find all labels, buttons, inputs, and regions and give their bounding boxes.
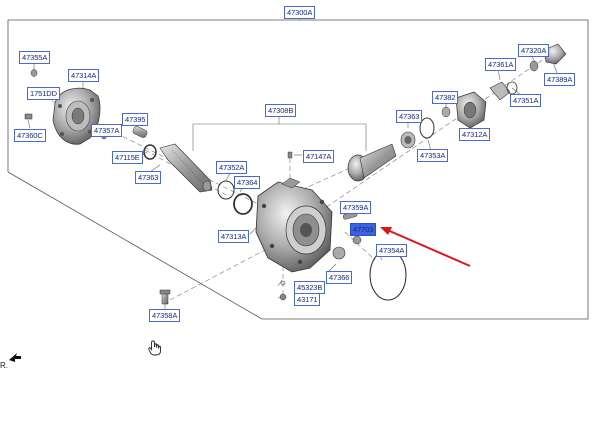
- part-label-47308B[interactable]: 47308B: [265, 104, 297, 117]
- part-label-47363-right[interactable]: 47363: [396, 110, 423, 123]
- large-o-ring: [369, 249, 407, 301]
- bolt-bottom-left: [159, 289, 171, 305]
- part-label-47353A[interactable]: 47353A: [417, 149, 449, 162]
- part-label-47320A[interactable]: 47320A: [518, 44, 550, 57]
- part-label-47364[interactable]: 47364: [234, 176, 261, 189]
- part-label-47389A[interactable]: 47389A: [544, 73, 576, 86]
- reference-text: R.: [0, 361, 8, 370]
- part-label-47361A[interactable]: 47361A: [485, 58, 517, 71]
- part-label-47352A[interactable]: 47352A: [216, 161, 248, 174]
- part-label-47351A[interactable]: 47351A: [510, 94, 542, 107]
- part-label-47358A[interactable]: 47358A: [149, 309, 181, 322]
- part-label-47395[interactable]: 47395: [122, 113, 149, 126]
- part-label-47382[interactable]: 47382: [432, 91, 459, 104]
- part-label-47314A[interactable]: 47314A: [68, 69, 100, 82]
- part-label-47359A[interactable]: 47359A: [340, 201, 372, 214]
- part-label-47354A[interactable]: 47354A: [376, 244, 408, 257]
- part-label-47355A[interactable]: 47355A: [19, 51, 51, 64]
- part-label-43171[interactable]: 43171: [294, 293, 321, 306]
- main-transfer-housing: [255, 177, 333, 273]
- part-label-47313A[interactable]: 47313A: [218, 230, 250, 243]
- part-label-1751DD[interactable]: 1751DD: [27, 87, 60, 100]
- diagram-frame: [7, 19, 589, 320]
- arrow-icon: [9, 353, 21, 362]
- part-label-47363-left[interactable]: 47363: [135, 171, 162, 184]
- bolt-small-top: [287, 151, 293, 159]
- part-label-47300A[interactable]: 47300A: [284, 6, 316, 19]
- part-label-47312A[interactable]: 47312A: [459, 128, 491, 141]
- left-pinion-shaft: [159, 143, 213, 193]
- hand-cursor-icon: [148, 340, 161, 356]
- part-label-47115E[interactable]: 47115E: [112, 151, 143, 164]
- small-parts-left: [24, 69, 157, 160]
- part-label-47357A[interactable]: 47357A: [91, 124, 123, 137]
- red-arrow-icon: [380, 227, 471, 267]
- part-label-47366[interactable]: 47366: [326, 271, 353, 284]
- part-label-47360C[interactable]: 47360C: [14, 129, 46, 142]
- o-rings-center: [217, 180, 253, 215]
- right-housing-part: [441, 43, 567, 129]
- part-label-47147A[interactable]: 47147A: [303, 150, 335, 163]
- ring-gear-shaft: [347, 117, 435, 182]
- part-label-47703-selected[interactable]: 47703: [350, 223, 377, 236]
- left-housing-part: [52, 87, 101, 145]
